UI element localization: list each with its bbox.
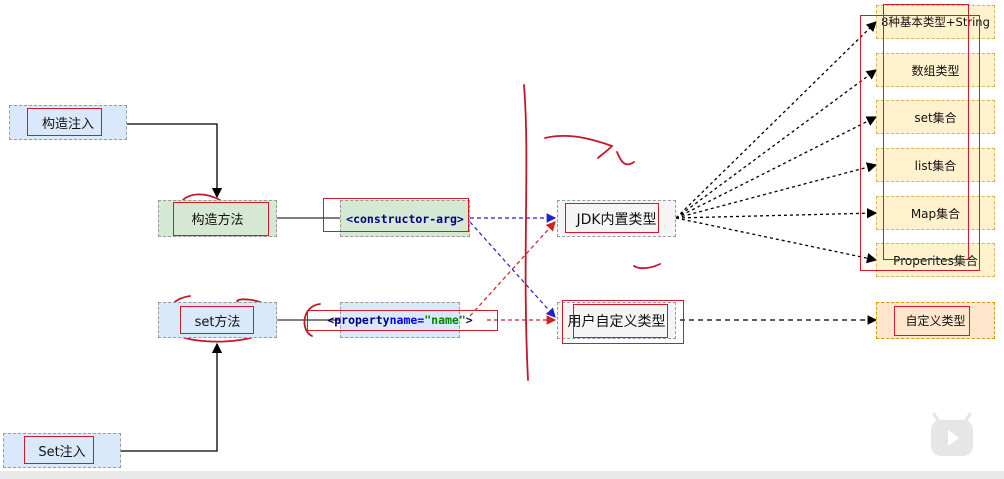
user-defined-node: 用户自定义类型	[557, 302, 676, 339]
jdk-builtin-node: JDK内置类型	[557, 200, 676, 237]
tag-close-bracket: >	[465, 313, 473, 327]
jdk-type-label: set集合	[914, 110, 957, 125]
jdk-type-node: Map集合	[876, 196, 995, 230]
constructor-method-label: 构造方法	[191, 213, 244, 228]
property-tag: property	[334, 313, 390, 327]
constructor-injection-label: 构造注入	[41, 117, 94, 132]
jdk-type-label: 数组类型	[911, 63, 960, 78]
property-attr: name=	[389, 313, 425, 327]
tag-open-bracket: <	[327, 313, 335, 327]
user-defined-label: 用户自定义类型	[567, 313, 666, 330]
jdk-type-label: list集合	[914, 158, 957, 173]
property-value: "name"	[424, 313, 466, 327]
jdk-type-label: 8种基本类型+String	[881, 15, 990, 29]
tag-open-bracket: <	[346, 211, 354, 226]
constructor-method-node: 构造方法	[158, 200, 277, 237]
set-method-label: set方法	[194, 314, 241, 330]
edge-set-injection	[121, 342, 223, 452]
jdk-type-node: set集合	[876, 100, 995, 134]
jdk-type-label: Properites集合	[893, 253, 978, 268]
play-icon[interactable]	[928, 412, 976, 460]
edge-constructor-injection	[127, 123, 223, 199]
constructor-injection-node: 构造注入	[9, 105, 127, 140]
edge-arg-to-user	[469, 221, 556, 318]
tag-close-bracket: >	[456, 211, 464, 226]
custom-type-node: 自定义类型	[876, 302, 995, 339]
custom-type-label: 自定义类型	[905, 314, 966, 328]
divider-stroke	[523, 84, 529, 381]
set-injection-node: Set注入	[3, 433, 121, 468]
jdk-type-node: 8种基本类型+String	[876, 5, 995, 39]
video-progress-bar[interactable]	[0, 471, 1004, 479]
jdk-type-node: 数组类型	[876, 53, 995, 87]
jdk-type-label: Map集合	[910, 206, 961, 221]
jdk-builtin-label: JDK内置类型	[576, 211, 657, 228]
property-tag-node: <property name="name">	[327, 302, 473, 338]
jdk-type-node: list集合	[876, 148, 995, 182]
edge-property-to-jdk	[469, 221, 556, 317]
set-injection-label: Set注入	[38, 445, 86, 460]
jdk-type-node: Properites集合	[876, 243, 995, 277]
constructor-arg-tag: constructor-arg	[353, 211, 457, 226]
edge-fan-jdk-types	[675, 21, 878, 264]
constructor-arg-node: <constructor-arg>	[340, 200, 470, 237]
set-method-node: set方法	[158, 302, 277, 338]
